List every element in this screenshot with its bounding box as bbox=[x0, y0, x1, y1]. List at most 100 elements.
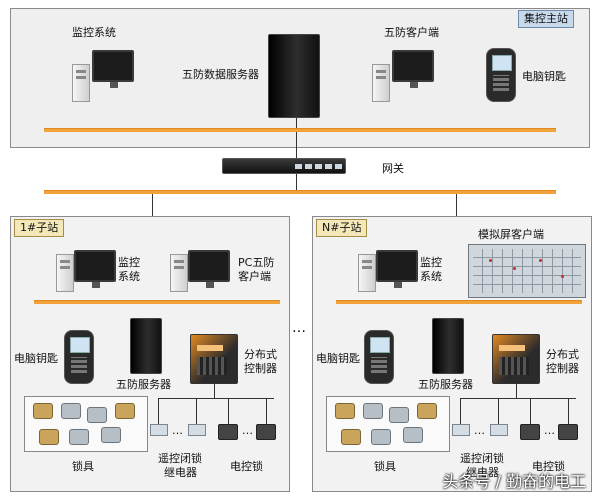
gateway-router-icon bbox=[222, 158, 346, 174]
station-n-tag: N#子站 bbox=[316, 219, 368, 237]
sn-monitor-label-2: 系统 bbox=[420, 270, 442, 283]
top-computer-key-icon bbox=[486, 48, 516, 102]
sn-lock-icon bbox=[341, 429, 361, 445]
gateway-to-mid-bus bbox=[296, 174, 297, 190]
s1-relay-icon bbox=[150, 424, 168, 436]
s1-computer-key-icon bbox=[64, 330, 94, 384]
sn-elock-icon bbox=[520, 424, 540, 440]
sn-locks-label: 锁具 bbox=[374, 460, 396, 473]
s1-lock-icon bbox=[39, 429, 59, 445]
top-client-screen-icon bbox=[392, 50, 434, 88]
top-server-icon bbox=[268, 34, 320, 118]
top-key-label: 电脑钥匙 bbox=[522, 70, 566, 83]
s1-controller-icon bbox=[190, 334, 238, 384]
sn-server-icon bbox=[432, 318, 464, 374]
s1-lock-icon bbox=[87, 407, 107, 423]
s1-controller-label-2: 控制器 bbox=[244, 362, 277, 375]
top-monitor-label: 监控系统 bbox=[72, 26, 116, 39]
s1-elock-icon bbox=[256, 424, 276, 440]
sn-monitor-screen-icon bbox=[376, 250, 418, 288]
s1-monitor-label-1: 监控 bbox=[118, 256, 140, 269]
s1-padlock-icon bbox=[33, 403, 53, 419]
sn-padlock-icon bbox=[335, 403, 355, 419]
top-client-tower-icon bbox=[372, 64, 390, 102]
s1-controller-drop bbox=[214, 384, 215, 398]
sn-mimic-screen-icon bbox=[468, 244, 586, 298]
sn-relay-drop-2 bbox=[498, 398, 499, 424]
sn-computer-key-icon bbox=[364, 330, 394, 384]
sn-relay-label-2: 继电器 bbox=[466, 466, 499, 479]
top-client-label: 五防客户端 bbox=[384, 26, 439, 39]
sn-controller-label-1: 分布式 bbox=[546, 348, 579, 361]
sn-elock-icon bbox=[558, 424, 578, 440]
s1-elock-drop-2 bbox=[266, 398, 267, 424]
s1-lock-icon bbox=[101, 427, 121, 443]
s1-monitor-screen-icon bbox=[74, 250, 116, 288]
s1-key-label: 电脑钥匙 bbox=[14, 352, 58, 365]
sn-relay-icon bbox=[490, 424, 508, 436]
top-monitor-screen-icon bbox=[92, 50, 134, 88]
watermark-text: 头条号 / 勤奋的电工 bbox=[442, 472, 586, 491]
stations-ellipsis: … bbox=[292, 320, 306, 336]
sn-lock-icon bbox=[389, 407, 409, 423]
s1-locks-label: 锁具 bbox=[72, 460, 94, 473]
sn-monitor-tower-icon bbox=[358, 254, 376, 292]
sn-monitor-label-1: 监控 bbox=[420, 256, 442, 269]
s1-relay-icon bbox=[188, 424, 206, 436]
s1-relay-drop-1 bbox=[158, 398, 159, 424]
gateway-label: 网关 bbox=[382, 162, 404, 175]
sn-key-label: 电脑钥匙 bbox=[316, 352, 360, 365]
sn-elock-label: 电控锁 bbox=[532, 460, 565, 473]
s1-pc-tower-icon bbox=[170, 254, 188, 292]
s1-lock-icon bbox=[69, 429, 89, 445]
s1-lock-icon bbox=[115, 403, 135, 419]
top-monitor-tower-icon bbox=[72, 64, 90, 102]
sn-server-label: 五防服务器 bbox=[418, 378, 473, 391]
s1-locks-box bbox=[24, 396, 148, 452]
sn-relay-dots: … bbox=[474, 424, 485, 437]
sn-elock-dots: … bbox=[544, 424, 555, 437]
master-station-tag: 集控主站 bbox=[518, 10, 574, 28]
sn-relay-drop-1 bbox=[460, 398, 461, 424]
sn-controller-icon bbox=[492, 334, 540, 384]
top-server-to-bus bbox=[296, 118, 297, 128]
s1-server-icon bbox=[130, 318, 162, 374]
s1-monitor-label-2: 系统 bbox=[118, 270, 140, 283]
sn-lock-icon bbox=[403, 427, 423, 443]
s1-relay-label-1: 遥控闭锁 bbox=[158, 452, 202, 465]
s1-elock-drop-1 bbox=[228, 398, 229, 424]
s1-server-label: 五防服务器 bbox=[116, 378, 171, 391]
s1-elock-icon bbox=[218, 424, 238, 440]
sn-device-line bbox=[460, 398, 576, 399]
sn-elock-drop-1 bbox=[530, 398, 531, 424]
sn-screen-label: 模拟屏客户端 bbox=[478, 228, 544, 241]
sn-controller-drop bbox=[516, 384, 517, 398]
sn-controller-label-2: 控制器 bbox=[546, 362, 579, 375]
s1-bus-line bbox=[34, 300, 280, 304]
sn-bus-line bbox=[336, 300, 582, 304]
middle-bus-line bbox=[44, 190, 556, 194]
s1-device-line bbox=[158, 398, 274, 399]
s1-lock-icon bbox=[61, 403, 81, 419]
s1-pc-label-2: 客户端 bbox=[238, 270, 271, 283]
s1-pc-screen-icon bbox=[188, 250, 230, 288]
station-1-tag: 1#子站 bbox=[14, 219, 65, 237]
s1-relay-drop-2 bbox=[196, 398, 197, 424]
sn-relay-label-1: 遥控闭锁 bbox=[460, 452, 504, 465]
sn-elock-drop-2 bbox=[568, 398, 569, 424]
sn-lock-icon bbox=[371, 429, 391, 445]
s1-elock-label: 电控锁 bbox=[230, 460, 263, 473]
top-bus-line bbox=[44, 128, 556, 132]
s1-relay-label-2: 继电器 bbox=[164, 466, 197, 479]
s1-monitor-tower-icon bbox=[56, 254, 74, 292]
sn-lock-icon bbox=[417, 403, 437, 419]
s1-controller-label-1: 分布式 bbox=[244, 348, 277, 361]
sn-lock-icon bbox=[363, 403, 383, 419]
bus-to-gateway-line bbox=[296, 132, 297, 158]
s1-elock-dots: … bbox=[242, 424, 253, 437]
sn-locks-box bbox=[326, 396, 450, 452]
s1-relay-dots: … bbox=[172, 424, 183, 437]
s1-pc-label-1: PC五防 bbox=[238, 256, 275, 269]
sn-relay-icon bbox=[452, 424, 470, 436]
top-server-label: 五防数据服务器 bbox=[182, 68, 259, 81]
